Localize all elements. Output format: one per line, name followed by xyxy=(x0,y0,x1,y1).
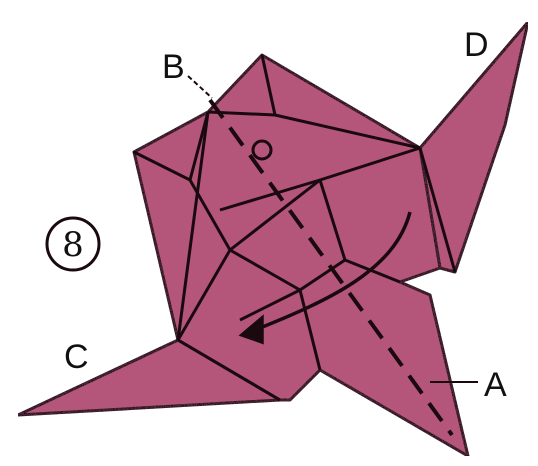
label-a: A xyxy=(484,366,507,404)
step-number-badge: 8 xyxy=(47,218,99,270)
step-number-text: 8 xyxy=(62,225,84,265)
label-b: B xyxy=(162,48,185,86)
label-c: C xyxy=(64,338,89,376)
label-b-leader xyxy=(188,76,212,98)
label-d: D xyxy=(464,26,489,64)
